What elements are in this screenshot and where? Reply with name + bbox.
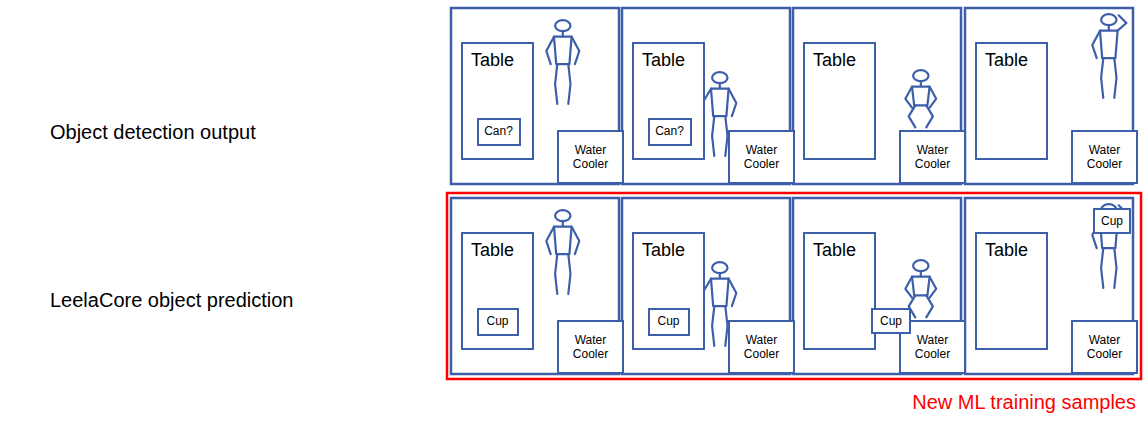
person-figure [1092, 14, 1126, 98]
scene-frame [793, 198, 961, 374]
box-label: Water Cooler [1076, 143, 1133, 172]
box-label: Cup [880, 314, 902, 328]
scene-frame [793, 8, 961, 184]
object-box: Cup [871, 308, 911, 334]
scene-frame [451, 8, 619, 184]
object-box: Cup [477, 308, 519, 336]
scene-frame [965, 198, 1133, 374]
object-box: Cup [648, 308, 690, 336]
water-cooler-box: Water Cooler [557, 320, 624, 374]
water-cooler-box: Water Cooler [557, 130, 624, 184]
person-figure [546, 210, 579, 294]
object-box: Can? [477, 118, 521, 146]
table-box: Table [803, 232, 876, 350]
scene-frame [622, 198, 790, 374]
box-label: Water Cooler [904, 333, 961, 362]
table-box: TableCup [632, 232, 705, 350]
table-box: Table [975, 42, 1048, 160]
box-label: Table [985, 50, 1038, 72]
box-label: Can? [655, 124, 684, 138]
table-box: TableCup [461, 232, 534, 350]
box-label: Cup [486, 314, 508, 328]
box-label: Table [642, 50, 695, 72]
water-cooler-box: Water Cooler [1071, 320, 1138, 374]
box-label: Table [985, 240, 1038, 262]
table-box: Table [975, 232, 1048, 350]
person-figure [546, 20, 579, 104]
box-label: Water Cooler [904, 143, 961, 172]
box-label: Water Cooler [733, 143, 790, 172]
water-cooler-box: Water Cooler [728, 320, 795, 374]
box-label: Table [471, 240, 524, 262]
scene-frame [965, 8, 1133, 184]
annotation-text: New ML training samples [912, 390, 1136, 414]
box-label: Can? [484, 124, 513, 138]
box-label: Water Cooler [1076, 333, 1133, 362]
box-label: Table [642, 240, 695, 262]
box-label: Table [471, 50, 524, 72]
box-label: Water Cooler [733, 333, 790, 362]
box-label: Table [813, 240, 866, 262]
table-box: TableCan? [461, 42, 534, 160]
person-figure [905, 70, 936, 127]
box-label: Cup [657, 314, 679, 328]
row-label: Object detection output [50, 120, 256, 144]
water-cooler-box: Water Cooler [1071, 130, 1138, 184]
table-box: Table [803, 42, 876, 160]
water-cooler-box: Water Cooler [728, 130, 795, 184]
water-cooler-box: Water Cooler [899, 130, 966, 184]
frames [451, 8, 1133, 374]
highlight-box [447, 193, 1141, 379]
table-box: TableCan? [632, 42, 705, 160]
box-label: Cup [1101, 214, 1123, 228]
scene-frame [451, 198, 619, 374]
box-label: Table [813, 50, 866, 72]
object-box: Can? [648, 118, 692, 146]
scene-frame [622, 8, 790, 184]
box-label: Water Cooler [562, 333, 619, 362]
object-box: Cup [1093, 208, 1131, 234]
box-label: Water Cooler [562, 143, 619, 172]
row-label: LeelaCore object prediction [50, 288, 294, 312]
